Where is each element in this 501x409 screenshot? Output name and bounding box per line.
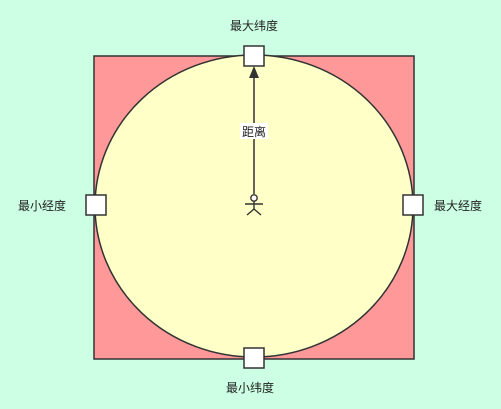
label-max-latitude: 最大纬度 bbox=[230, 18, 278, 33]
label-min-longitude: 最小经度 bbox=[18, 198, 66, 213]
distance-label-bg bbox=[240, 123, 268, 139]
label-max-longitude: 最大经度 bbox=[434, 198, 482, 213]
handle-top[interactable] bbox=[243, 45, 265, 67]
handle-left[interactable] bbox=[85, 194, 107, 216]
handle-bottom[interactable] bbox=[243, 347, 265, 369]
person-icon bbox=[245, 194, 263, 216]
distance-label: 距离 bbox=[242, 124, 266, 139]
handle-right[interactable] bbox=[402, 194, 424, 216]
label-min-latitude: 最小纬度 bbox=[226, 380, 274, 395]
arrow-head bbox=[249, 66, 259, 78]
